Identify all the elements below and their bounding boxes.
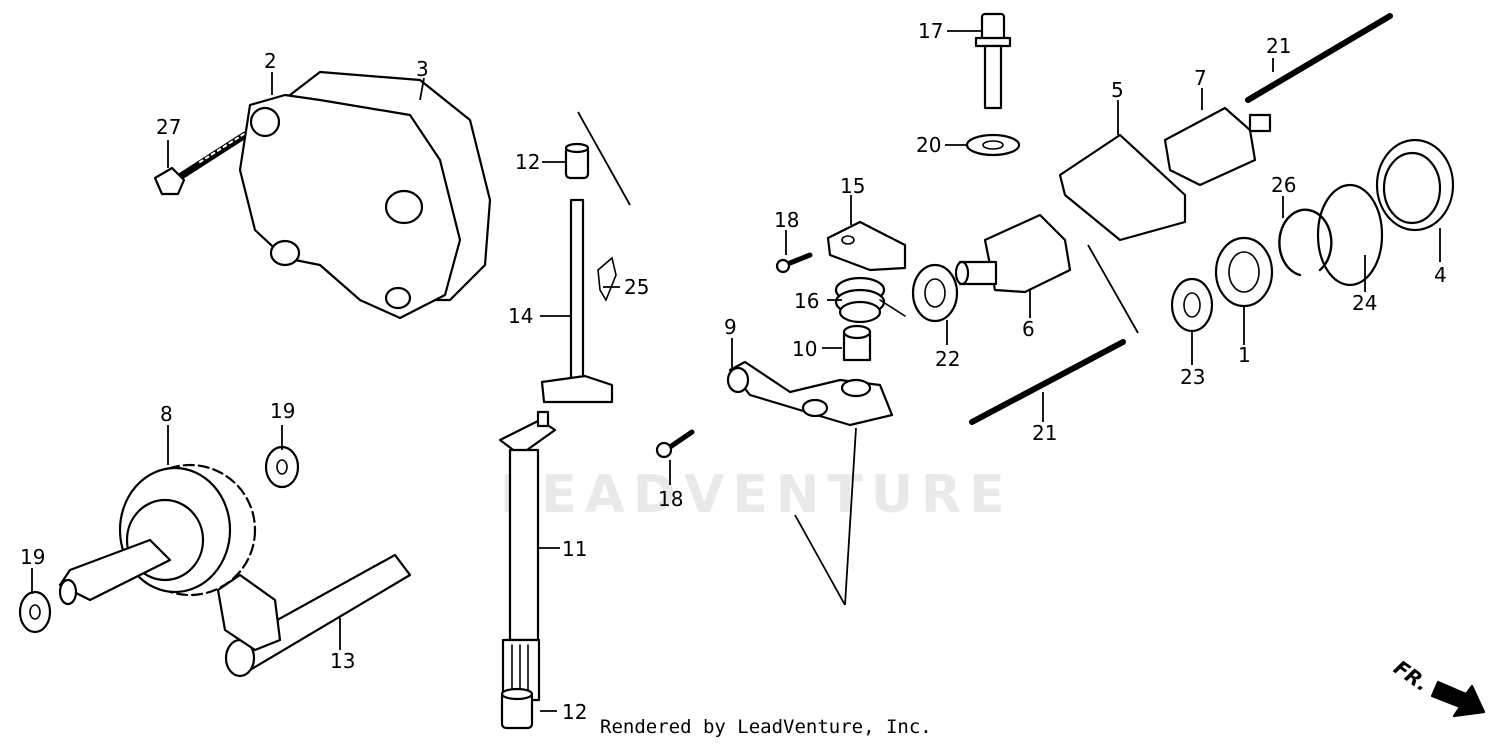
callout-21-lower: 21 xyxy=(1032,421,1057,445)
part-27-bolt xyxy=(153,131,249,196)
part-11-shaft xyxy=(498,410,557,702)
callout-21-upper: 21 xyxy=(1266,34,1291,58)
part-19-washer-upper xyxy=(264,445,300,489)
callout-11: 11 xyxy=(562,537,587,561)
leader-line xyxy=(1087,244,1139,334)
part-19-washer-lower xyxy=(18,590,52,634)
callout-1: 1 xyxy=(1238,343,1251,367)
part-21-pin-upper xyxy=(1245,13,1393,103)
part-20-washer xyxy=(965,133,1021,157)
callout-25: 25 xyxy=(624,275,649,299)
part-7-cam xyxy=(1163,106,1272,187)
part-12-bush-top xyxy=(564,142,590,180)
part-23-bearing xyxy=(1170,277,1214,333)
callout-17: 17 xyxy=(918,19,943,43)
callout-10: 10 xyxy=(792,337,817,361)
part-5-block xyxy=(1058,133,1187,242)
callout-8: 8 xyxy=(160,402,173,426)
callout-23: 23 xyxy=(1180,365,1205,389)
callout-19-lower: 19 xyxy=(20,545,45,569)
fr-direction-arrow xyxy=(1430,680,1486,718)
leader-line xyxy=(577,111,631,206)
part-24-oring xyxy=(1316,183,1384,287)
callout-3: 3 xyxy=(416,57,429,81)
watermark: LEADVENTURE xyxy=(500,465,1013,525)
callout-24: 24 xyxy=(1352,291,1377,315)
callout-5: 5 xyxy=(1111,78,1124,102)
part-14-shaft xyxy=(540,198,614,404)
callout-7: 7 xyxy=(1194,66,1207,90)
part-9-plate xyxy=(726,360,894,427)
callout-12-bottom: 12 xyxy=(562,700,587,724)
callout-20: 20 xyxy=(916,133,941,157)
part-2-cover xyxy=(238,93,462,320)
callout-22: 22 xyxy=(935,347,960,371)
part-17-bolt xyxy=(974,12,1012,110)
callout-26: 26 xyxy=(1271,173,1296,197)
part-25-clip xyxy=(597,256,617,302)
part-21-pin-lower xyxy=(969,339,1126,425)
callout-19-upper: 19 xyxy=(270,399,295,423)
callout-15: 15 xyxy=(840,174,865,198)
part-18-screw-upper xyxy=(775,252,813,274)
callout-27: 27 xyxy=(156,115,181,139)
callout-16: 16 xyxy=(794,289,819,313)
part-10-collar xyxy=(842,324,872,362)
part-6-drum xyxy=(954,213,1072,294)
callout-6: 6 xyxy=(1022,317,1035,341)
callout-leaders xyxy=(31,30,1441,712)
callout-13: 13 xyxy=(330,649,355,673)
fr-label: FR. xyxy=(1389,655,1433,696)
part-22-bearing xyxy=(911,263,959,323)
part-16-spring xyxy=(834,276,906,324)
credit-text: Rendered by LeadVenture, Inc. xyxy=(600,716,932,738)
part-26-circlip xyxy=(1278,208,1333,277)
part-13-fork-shaft xyxy=(216,553,412,678)
callout-18-lower: 18 xyxy=(658,487,683,511)
callout-4: 4 xyxy=(1434,263,1447,287)
part-12-bush-bottom xyxy=(500,687,534,730)
part-8-gear xyxy=(58,463,257,606)
part-4-cap xyxy=(1375,138,1455,232)
callout-12-top: 12 xyxy=(515,150,540,174)
callout-9: 9 xyxy=(724,315,737,339)
leader-line xyxy=(844,427,857,606)
part-18-screw-lower xyxy=(655,429,695,459)
leader-line xyxy=(794,514,846,606)
part-1-seal xyxy=(1214,236,1274,308)
callout-18-upper: 18 xyxy=(774,208,799,232)
part-15-arm xyxy=(826,220,907,272)
callout-2: 2 xyxy=(264,49,277,73)
callout-14: 14 xyxy=(508,304,533,328)
